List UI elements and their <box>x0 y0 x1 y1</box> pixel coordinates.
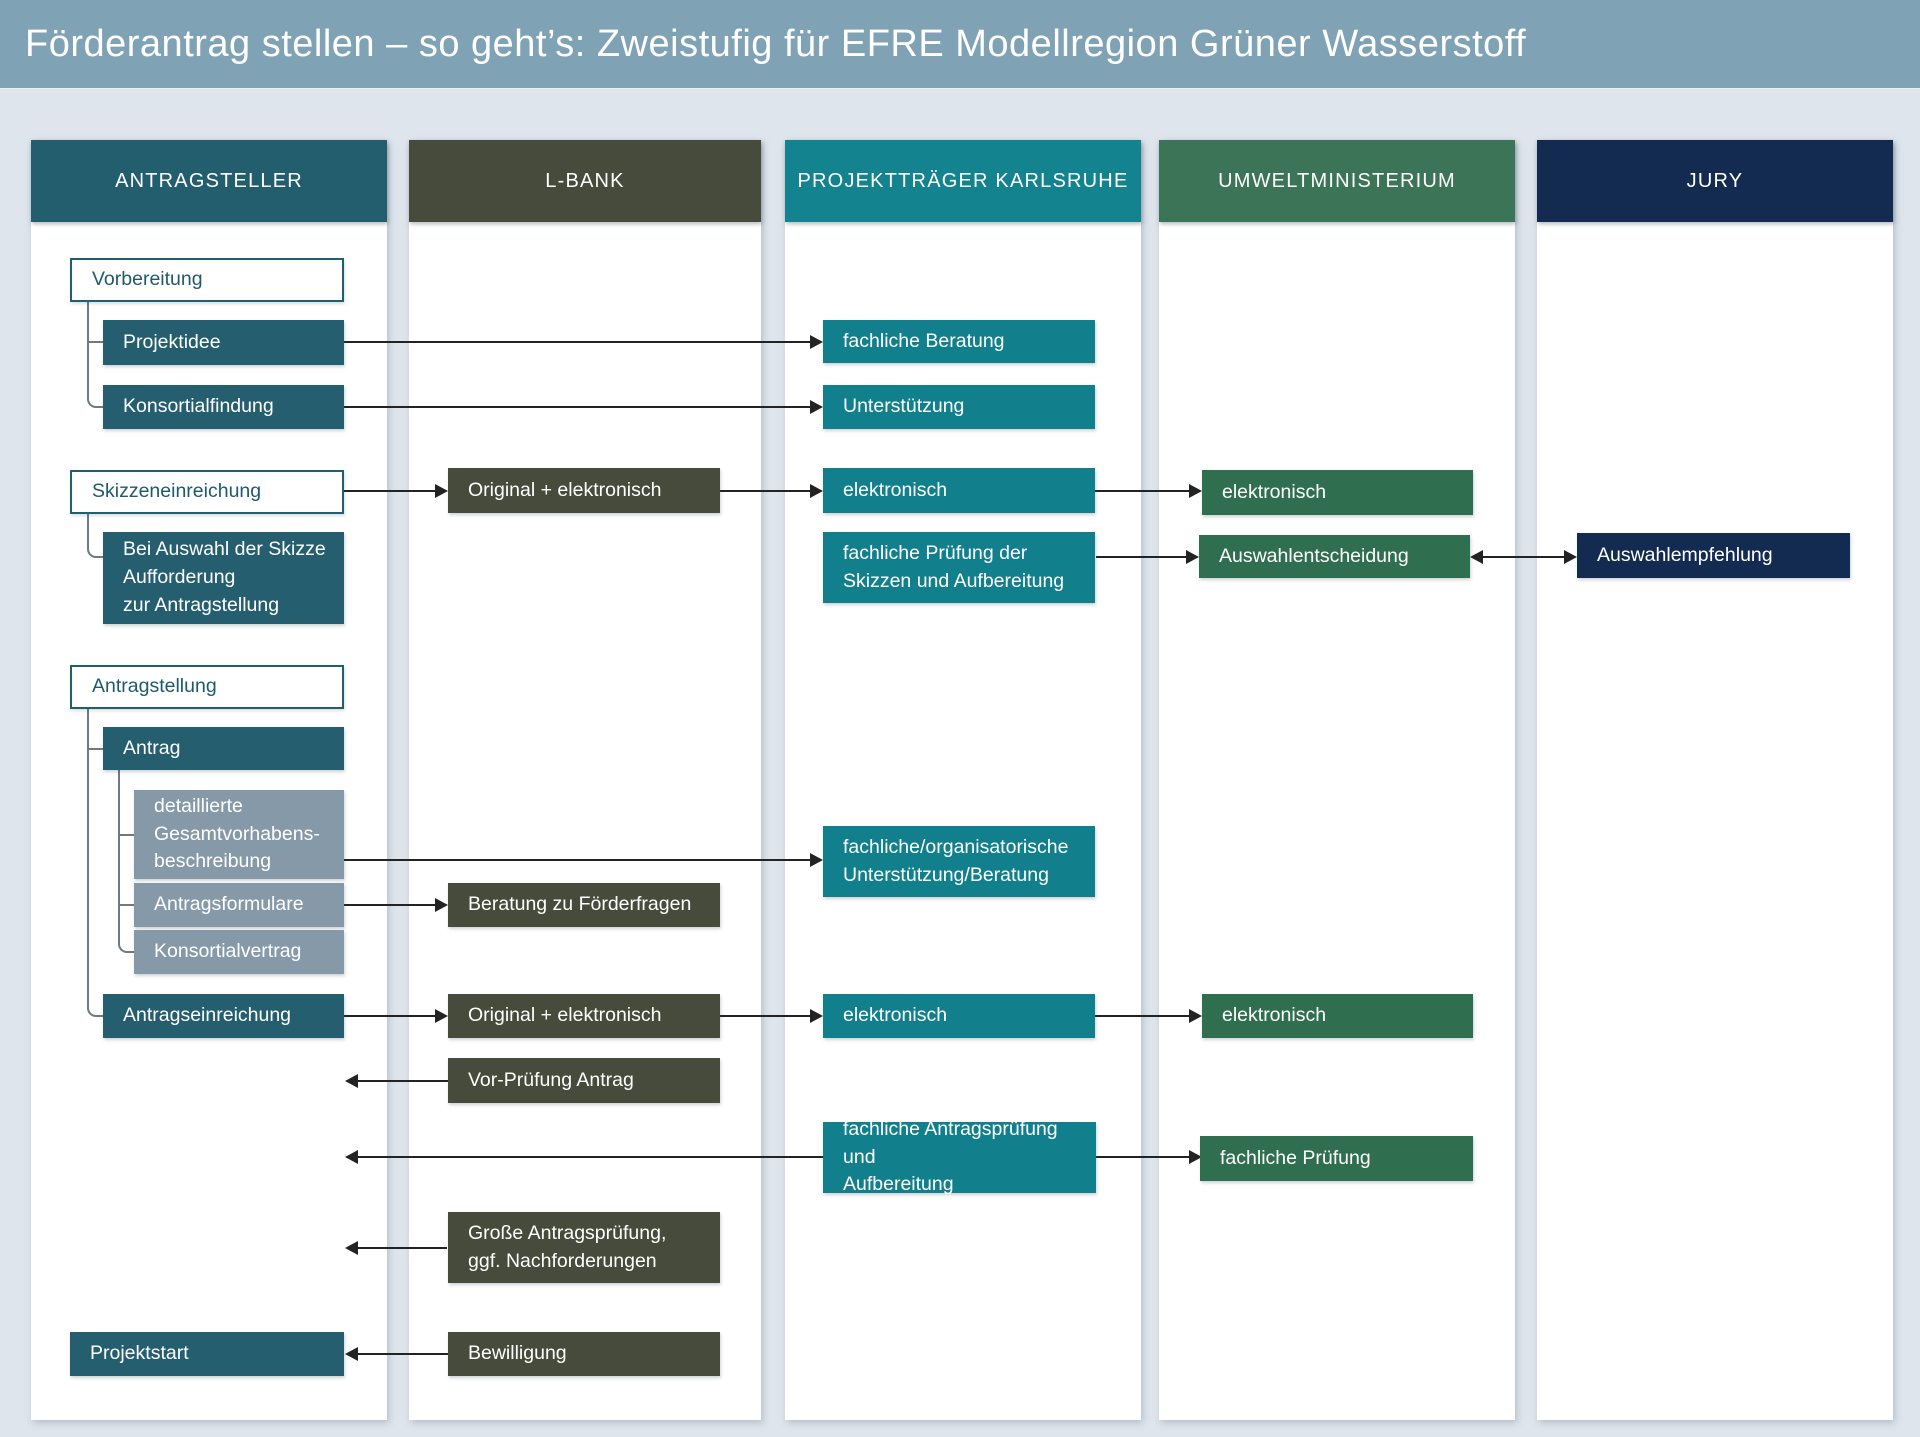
box-konsortialvertrag: Konsortialvertrag <box>134 930 344 974</box>
box-projektidee: Projektidee <box>103 320 344 365</box>
arrow-beschreibung-to-unterstuetzung-beratung <box>344 853 823 867</box>
box-antragsformulare: Antragsformulare <box>134 883 344 927</box>
box-fachliche-antragspruefung: fachliche Antragsprüfung und Aufbereitun… <box>823 1118 1096 1195</box>
arrowhead-left <box>345 1150 358 1164</box>
arrow-vor-pruefung-back <box>345 1074 448 1088</box>
arrowhead-right <box>435 484 448 498</box>
arrow-auswahlentscheidung-jury <box>1470 550 1577 564</box>
box-fachliche-beratung: fachliche Beratung <box>823 320 1095 363</box>
box-vor-pruefung-antrag: Vor-Prüfung Antrag <box>448 1058 720 1103</box>
box-elektronisch-um-skizze: elektronisch <box>1202 470 1473 515</box>
box-konsortialfindung: Konsortialfindung <box>103 385 344 429</box>
arrowhead-right <box>1564 550 1577 564</box>
tree-connector-vorbereitung-tree <box>87 302 103 408</box>
arrow-konsortialfindung-to-unterstuetzung <box>344 400 823 414</box>
box-vorbereitung: Vorbereitung <box>70 258 344 302</box>
box-grosse-antragspruefung: Große Antragsprüfung, ggf. Nachforderung… <box>448 1212 720 1283</box>
tree-connector-vorbereitung-stub-projektidee <box>87 341 103 343</box>
arrowhead-left <box>345 1241 358 1255</box>
arrowhead-right <box>810 400 823 414</box>
box-auswahlentscheidung: Auswahlentscheidung <box>1199 535 1470 578</box>
column-jury <box>1537 140 1893 1420</box>
box-gesamtvorhabensbeschreibung: detaillierte Gesamtvorhabens- beschreibu… <box>134 790 344 879</box>
box-elektronisch-ptka-antrag: elektronisch <box>823 994 1095 1038</box>
arrowhead-right <box>810 1009 823 1023</box>
arrowhead-right <box>1186 550 1199 564</box>
tree-connector-antragstellung-stub-antrag <box>87 748 103 750</box>
column-header-umweltministerium: UMWELTMINISTERIUM <box>1159 140 1515 222</box>
tree-connector-antragstellung-tree <box>87 709 103 1017</box>
box-elektronisch-um-antrag: elektronisch <box>1202 994 1473 1038</box>
column-header-jury: JURY <box>1537 140 1893 222</box>
arrowhead-right <box>810 484 823 498</box>
box-unterstuetzung: Unterstützung <box>823 385 1095 429</box>
arrowhead-left <box>1470 550 1483 564</box>
column-l-bank <box>409 140 761 1420</box>
title-bar: Förderantrag stellen – so geht’s: Zweist… <box>0 0 1920 88</box>
arrow-bewilligung-to-projektstart <box>345 1347 448 1361</box>
box-antragstellung: Antragstellung <box>70 665 344 709</box>
arrowhead-right <box>1189 484 1202 498</box>
box-projektstart: Projektstart <box>70 1332 344 1376</box>
arrowhead-right <box>810 853 823 867</box>
box-beratung-zu-foerderfragen: Beratung zu Förderfragen <box>448 883 720 927</box>
box-original-elektronisch-antrag: Original + elektronisch <box>448 994 720 1038</box>
column-umweltministerium <box>1159 140 1515 1420</box>
arrow-lbank-to-ptka-antrag <box>720 1009 823 1023</box>
box-fachliche-pruefung: fachliche Prüfung <box>1200 1136 1473 1181</box>
arrowhead-right <box>1189 1150 1202 1164</box>
box-antrag: Antrag <box>103 727 344 770</box>
page-title: Förderantrag stellen – so geht’s: Zweist… <box>25 22 1527 65</box>
box-fachliche-organisatorische-unterstuetzung: fachliche/organisatorische Unterstützung… <box>823 826 1095 897</box>
column-header-projekttraeger-karlsruhe: PROJEKTTRÄGER KARLSRUHE <box>785 140 1141 222</box>
box-fachliche-pruefung-skizzen: fachliche Prüfung der Skizzen und Aufber… <box>823 532 1095 603</box>
box-elektronisch-ptka-skizze: elektronisch <box>823 468 1095 513</box>
arrow-lbank-to-ptka-skizze <box>720 484 823 498</box>
arrow-grosse-pruefung-back <box>345 1241 447 1255</box>
arrow-antragspruefung-to-fachliche-pruefung <box>1096 1150 1202 1164</box>
box-original-elektronisch-skizze: Original + elektronisch <box>448 468 720 513</box>
arrowhead-left <box>345 1347 358 1361</box>
arrow-antragspruefung-back <box>345 1150 823 1164</box>
box-bewilligung: Bewilligung <box>448 1332 720 1376</box>
arrowhead-right <box>435 898 448 912</box>
arrow-ptka-to-um-antrag <box>1095 1009 1202 1023</box>
arrowhead-right <box>1189 1009 1202 1023</box>
box-aufforderung-antragstellung: Bei Auswahl der Skizze Aufforderung zur … <box>103 532 344 624</box>
box-skizzeneinreichung: Skizzeneinreichung <box>70 470 344 514</box>
tree-connector-skizzeneinreichung-tree <box>87 514 103 558</box>
box-auswahlempfehlung: Auswahlempfehlung <box>1577 533 1850 578</box>
arrowhead-left <box>345 1074 358 1088</box>
tree-connector-antrag-tree <box>118 770 134 953</box>
column-header-l-bank: L-BANK <box>409 140 761 222</box>
arrow-pruefung-skizzen-to-auswahlentscheidung <box>1096 550 1199 564</box>
arrow-antragseinreichung-to-lbank <box>344 1009 448 1023</box>
arrowhead-right <box>810 335 823 349</box>
arrow-projektidee-to-fachliche-beratung <box>344 335 823 349</box>
arrow-ptka-to-um-skizze <box>1095 484 1202 498</box>
arrowhead-right <box>435 1009 448 1023</box>
box-antragseinreichung: Antragseinreichung <box>103 994 344 1038</box>
tree-connector-antrag-stub-beschreibung <box>118 834 134 836</box>
arrow-skizzeneinreichung-to-lbank <box>344 484 448 498</box>
tree-connector-antrag-stub-formulare <box>118 904 134 906</box>
arrow-antragsformulare-to-beratung <box>344 898 448 912</box>
column-header-antragsteller: ANTRAGSTELLER <box>31 140 387 222</box>
